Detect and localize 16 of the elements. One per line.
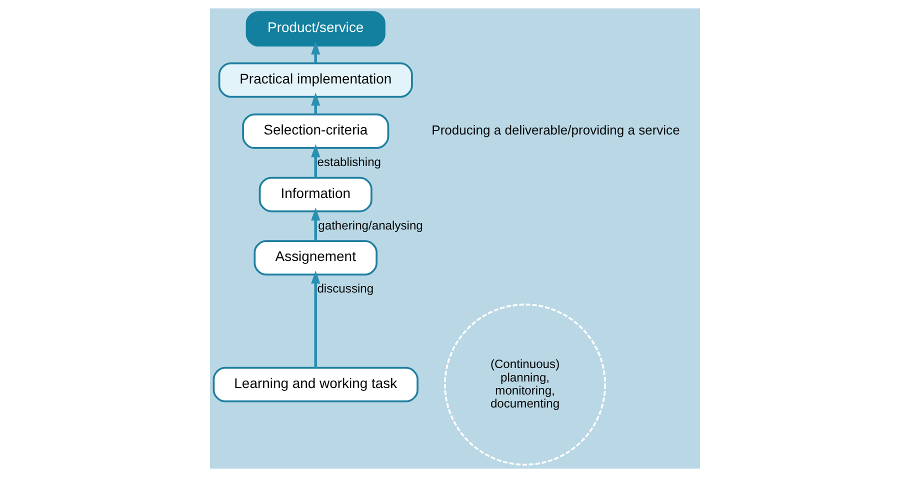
edge-label: establishing: [316, 155, 381, 170]
node-box: Practical implementation: [218, 62, 412, 98]
node-box: Assignement: [253, 240, 378, 276]
label: Producing a deliverable/providing a service: [431, 122, 680, 138]
arrow: [310, 207, 320, 241]
node-box: Information: [258, 176, 372, 212]
edge-label: discussing: [316, 282, 374, 296]
node-circle: (Continuous) planning, monitoring, documenting: [444, 304, 606, 466]
edge-label: gathering/analysing: [318, 218, 422, 232]
arrow: [310, 92, 320, 114]
arrow: [310, 144, 320, 178]
node-box: Selection-criteria: [242, 114, 389, 149]
arrow: [310, 270, 320, 368]
arrow: [310, 41, 320, 64]
node-box: Learning and working task: [212, 366, 418, 402]
node-box: Product/service: [245, 11, 385, 47]
